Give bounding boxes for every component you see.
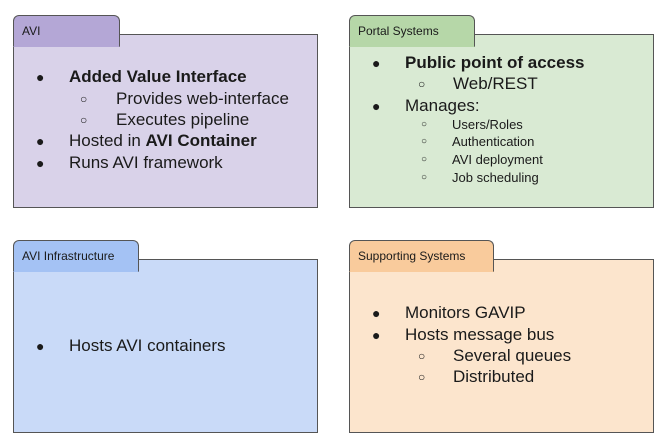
- bullet-icon: ●: [372, 305, 381, 321]
- circle-bullet-icon: ○: [421, 119, 428, 130]
- avi-tab: AVI: [13, 15, 120, 47]
- bullet-icon: ●: [36, 155, 45, 171]
- circle-bullet-icon: ○: [80, 92, 88, 106]
- portal-panel: [349, 34, 654, 208]
- circle-bullet-icon: ○: [418, 349, 426, 363]
- infra-tab-label: AVI Infrastructure: [22, 249, 115, 263]
- bullet-icon: ●: [36, 69, 45, 85]
- circle-bullet-icon: ○: [80, 113, 88, 127]
- avi-panel: [13, 34, 318, 208]
- avi-tab-label: AVI: [22, 24, 41, 38]
- circle-bullet-icon: ○: [421, 136, 428, 147]
- infra-tab: AVI Infrastructure: [13, 240, 139, 272]
- bullet-icon: ●: [372, 327, 381, 343]
- bullet-icon: ●: [372, 98, 381, 114]
- circle-bullet-icon: ○: [421, 154, 428, 165]
- circle-bullet-icon: ○: [421, 172, 428, 183]
- bullet-icon: ●: [372, 55, 381, 71]
- support-panel: [349, 259, 654, 433]
- portal-tab-label: Portal Systems: [358, 24, 439, 38]
- bullet-icon: ●: [36, 338, 45, 354]
- circle-bullet-icon: ○: [418, 370, 426, 384]
- bullet-icon: ●: [36, 133, 45, 149]
- infra-panel: [13, 259, 318, 433]
- support-tab-label: Supporting Systems: [358, 249, 466, 263]
- portal-tab: Portal Systems: [349, 15, 475, 47]
- support-tab: Supporting Systems: [349, 240, 494, 272]
- circle-bullet-icon: ○: [418, 77, 426, 91]
